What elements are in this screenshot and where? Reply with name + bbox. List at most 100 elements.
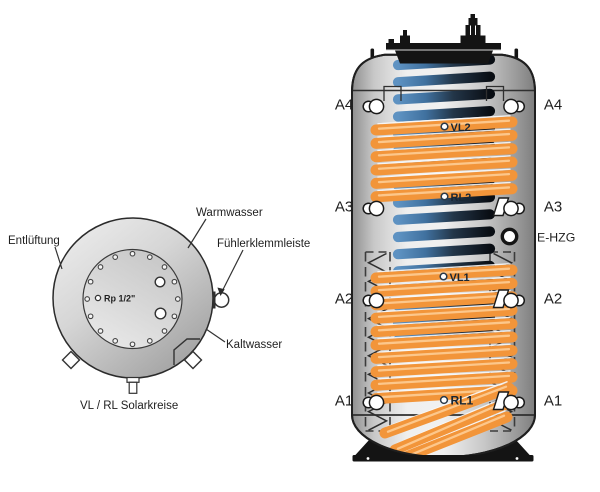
flange-bolt	[174, 296, 181, 302]
base-plate	[352, 455, 534, 462]
port-label-a1-right: A1	[544, 393, 562, 410]
solar-coil-tube-edge	[377, 276, 511, 286]
port-connectors	[362, 85, 526, 411]
tank-outline	[351, 53, 536, 458]
port-label-a1-left: A1	[335, 393, 353, 410]
solar-coil-tube-highlight	[377, 374, 511, 386]
base-bolt-left	[366, 457, 370, 460]
port-bracket-left	[383, 85, 402, 101]
flange-bolt	[129, 341, 136, 348]
solar-circuit-label: VL / RL Solarkreise	[80, 400, 178, 412]
top-fitting-large	[460, 14, 486, 44]
rl1-marker	[439, 395, 449, 405]
port-label-a2-left: A2	[335, 291, 353, 308]
port-socket-left	[368, 292, 385, 309]
upper-coil-tube	[392, 226, 496, 243]
cold-water-fitting	[183, 350, 203, 370]
flange-bolt	[171, 313, 178, 320]
solar-coil-tube	[370, 169, 518, 189]
base-bolt-right	[515, 457, 519, 460]
flange-bolt	[97, 328, 104, 334]
solar-coil-tube-edge	[377, 168, 511, 178]
solar-coil-tube-edge	[377, 343, 511, 353]
vl1-marker	[439, 272, 448, 281]
flange-bolt	[87, 278, 94, 285]
port-label-a2-right: A2	[544, 291, 562, 308]
coil-label-rl1: RL1	[451, 394, 474, 408]
solar-coil-tube-edge	[377, 316, 511, 327]
flange-circle	[82, 248, 183, 350]
solar-coil-tube	[370, 331, 518, 351]
solar-fitting-left	[61, 350, 81, 370]
flange-bolt	[171, 278, 178, 285]
vent-label: Entlüftung	[8, 235, 60, 247]
solar-stub	[126, 376, 140, 394]
top-fitting-small	[400, 30, 410, 44]
solar-coil-tube-highlight	[377, 159, 511, 170]
rl2-marker	[440, 192, 449, 201]
solar-coil-tube-edge	[377, 356, 511, 367]
solar-coil-tube-highlight	[377, 132, 511, 144]
port-label-a3-left: A3	[335, 199, 353, 216]
solar-coil-tube-edge	[377, 330, 511, 340]
solar-coil-tube-highlight	[377, 334, 511, 345]
port-socket-left	[368, 394, 385, 411]
cold-water-bracket	[173, 338, 200, 365]
flange-bolt-ring	[84, 250, 181, 348]
port-bracket-right	[485, 85, 505, 101]
solar-coil-tube-edge	[377, 141, 511, 152]
port-socket-right	[503, 200, 519, 217]
flange-bolt	[84, 296, 91, 302]
top-view-diagram: Rp 1/2" Entlüftung Warmwasser Fühlerklem…	[8, 207, 310, 412]
solar-coil-tube-highlight	[396, 399, 510, 450]
upper-coil-tube	[392, 209, 496, 225]
solar-coil-tube-edge	[377, 383, 511, 394]
solar-coil-tube-highlight	[377, 321, 511, 332]
solar-coil-tube-edge	[377, 181, 511, 192]
flange-port-upper	[154, 276, 166, 288]
solar-coil-tube-edge	[377, 289, 511, 300]
upper-coil-tube	[392, 88, 496, 105]
solar-coil-tube-edge	[377, 155, 511, 165]
solar-coil-tube	[370, 143, 518, 163]
top-collar	[395, 50, 493, 64]
cold-water-label: Kaltwasser	[226, 339, 282, 351]
electric-heater-port	[500, 227, 519, 246]
port-socket-left	[368, 98, 385, 115]
solar-coil-tube-edge	[377, 115, 511, 125]
port-label-a3-right: A3	[544, 199, 562, 216]
solar-coil-tube-edge	[377, 370, 511, 380]
flange-bolt	[146, 338, 153, 344]
solar-coil-tube-highlight	[377, 186, 511, 197]
solar-coil-tube-edge	[377, 263, 511, 273]
flange-bolt	[112, 338, 119, 344]
port-socket-right	[503, 98, 519, 115]
solar-coil-tube	[370, 371, 518, 391]
solar-coil-tube	[370, 318, 518, 338]
solar-coil-tube	[370, 277, 518, 297]
solar-coil-tube-highlight	[377, 347, 511, 359]
port-socket-right	[503, 292, 519, 309]
port-socket-left	[368, 200, 385, 217]
top-flange-plate	[386, 43, 501, 50]
port-gusset-right	[492, 391, 510, 411]
flange-bolt	[97, 264, 104, 270]
hot-water-leader-line	[187, 218, 207, 249]
cold-water-leader-line	[205, 328, 226, 343]
port-label-a4-right: A4	[544, 97, 562, 114]
flange-bolt	[161, 328, 168, 334]
upper-coil-tube	[392, 312, 496, 329]
flange-bolt	[112, 254, 119, 260]
solar-coil-tube-highlight	[377, 146, 511, 157]
upper-coil-tube	[392, 71, 496, 88]
sensor-leader-arrowhead	[217, 287, 225, 296]
solar-coil-tube	[370, 129, 518, 149]
upper-coil-tube	[392, 243, 496, 260]
flange-bolt	[146, 254, 153, 260]
sensor-leader-line	[220, 249, 244, 293]
thread-marking: Rp 1/2"	[104, 294, 135, 304]
vent-leader-line	[54, 246, 63, 270]
flange-port-lower	[154, 307, 167, 320]
